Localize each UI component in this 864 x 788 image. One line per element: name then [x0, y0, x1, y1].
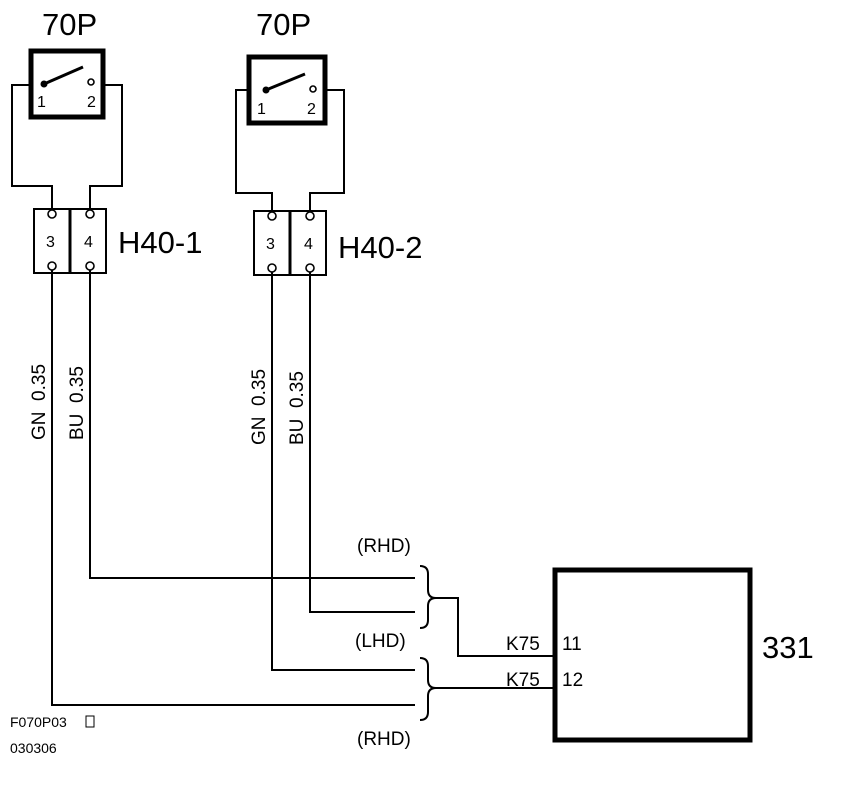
ecu-331-box [552, 567, 753, 743]
switch-2-pin-2: 2 [307, 101, 316, 118]
ecu-pin-11-number: 11 [562, 634, 582, 655]
switch-1-wire-right [89, 84, 123, 210]
brace-upper [419, 565, 437, 629]
switch-2-pivot [262, 86, 270, 94]
switch-2-pin-1: 1 [257, 101, 266, 118]
ecu-331: 331 K75 11 K75 12 [506, 567, 814, 743]
switch-2-label: 70P [256, 7, 311, 42]
wire-label-h40-2-bu: BU 0.35 [287, 371, 308, 445]
switch-2-contact [309, 85, 317, 93]
switch-1-arm [43, 65, 84, 86]
switch-1: 70P 1 2 [11, 7, 123, 210]
wire-h40-1-bu [89, 270, 415, 579]
switch-2-wire-right [309, 89, 345, 212]
ecu-331-label: 331 [762, 630, 814, 665]
switch-1-contact [87, 78, 95, 86]
connector-h40-2-pin-3-bottom [267, 263, 277, 273]
wire-h40-2-gn [271, 272, 415, 671]
ecu-pin-12-number: 12 [562, 670, 583, 691]
variant-rhd-bottom: (RHD) [357, 729, 411, 750]
wire-h40-1-gn [51, 270, 415, 706]
connector-h40-1-pin-3-label: 3 [46, 234, 55, 251]
switch-1-pin-2: 2 [87, 94, 96, 111]
connector-h40-2-pin-4-label: 4 [304, 236, 313, 253]
ecu-pin-12-connector: K75 [506, 670, 540, 691]
footer-date: 030306 [10, 740, 57, 756]
switch-1-label: 70P [42, 7, 97, 42]
switch-1-wire-left [11, 84, 53, 210]
connector-h40-2-label: H40-2 [338, 230, 422, 265]
connector-h40-2: 3 4 H40-2 [253, 210, 422, 276]
connector-h40-2-pin-4-top [305, 211, 315, 221]
wire-label-h40-1-gn: GN 0.35 [29, 364, 50, 440]
switch-2-wire-left [235, 89, 273, 212]
brace-lower [419, 657, 437, 721]
wire-h40-2-bu [309, 272, 415, 613]
wire-ecu-pin-11 [436, 597, 557, 657]
footer-box-glyph [85, 715, 95, 728]
connector-h40-1-pin-4-top [85, 209, 95, 219]
wire-label-h40-1-bu: BU 0.35 [67, 366, 88, 440]
footer-code: F070P03 [10, 714, 67, 730]
connector-h40-1-label: H40-1 [118, 225, 202, 260]
switch-1-pivot [40, 80, 48, 88]
connector-h40-1-pin-4-bottom [85, 261, 95, 271]
switch-2-arm [265, 72, 306, 92]
connector-h40-2-pin-4-bottom [305, 263, 315, 273]
wire-label-h40-2-gn: GN 0.35 [249, 369, 270, 445]
switch-2: 70P 1 2 [235, 7, 345, 212]
connector-h40-1-pin-3-bottom [47, 261, 57, 271]
connector-h40-1: 3 4 H40-1 [33, 208, 202, 274]
variant-rhd-top: (RHD) [357, 536, 411, 557]
switch-1-pin-1: 1 [37, 94, 46, 111]
ecu-pin-11-connector: K75 [506, 634, 540, 655]
connector-h40-2-pin-3-label: 3 [266, 236, 275, 253]
connector-h40-1-pin-3-top [47, 209, 57, 219]
connector-h40-2-pin-3-top [267, 211, 277, 221]
variant-lhd: (LHD) [355, 631, 406, 652]
connector-h40-1-pin-4-label: 4 [84, 234, 93, 251]
